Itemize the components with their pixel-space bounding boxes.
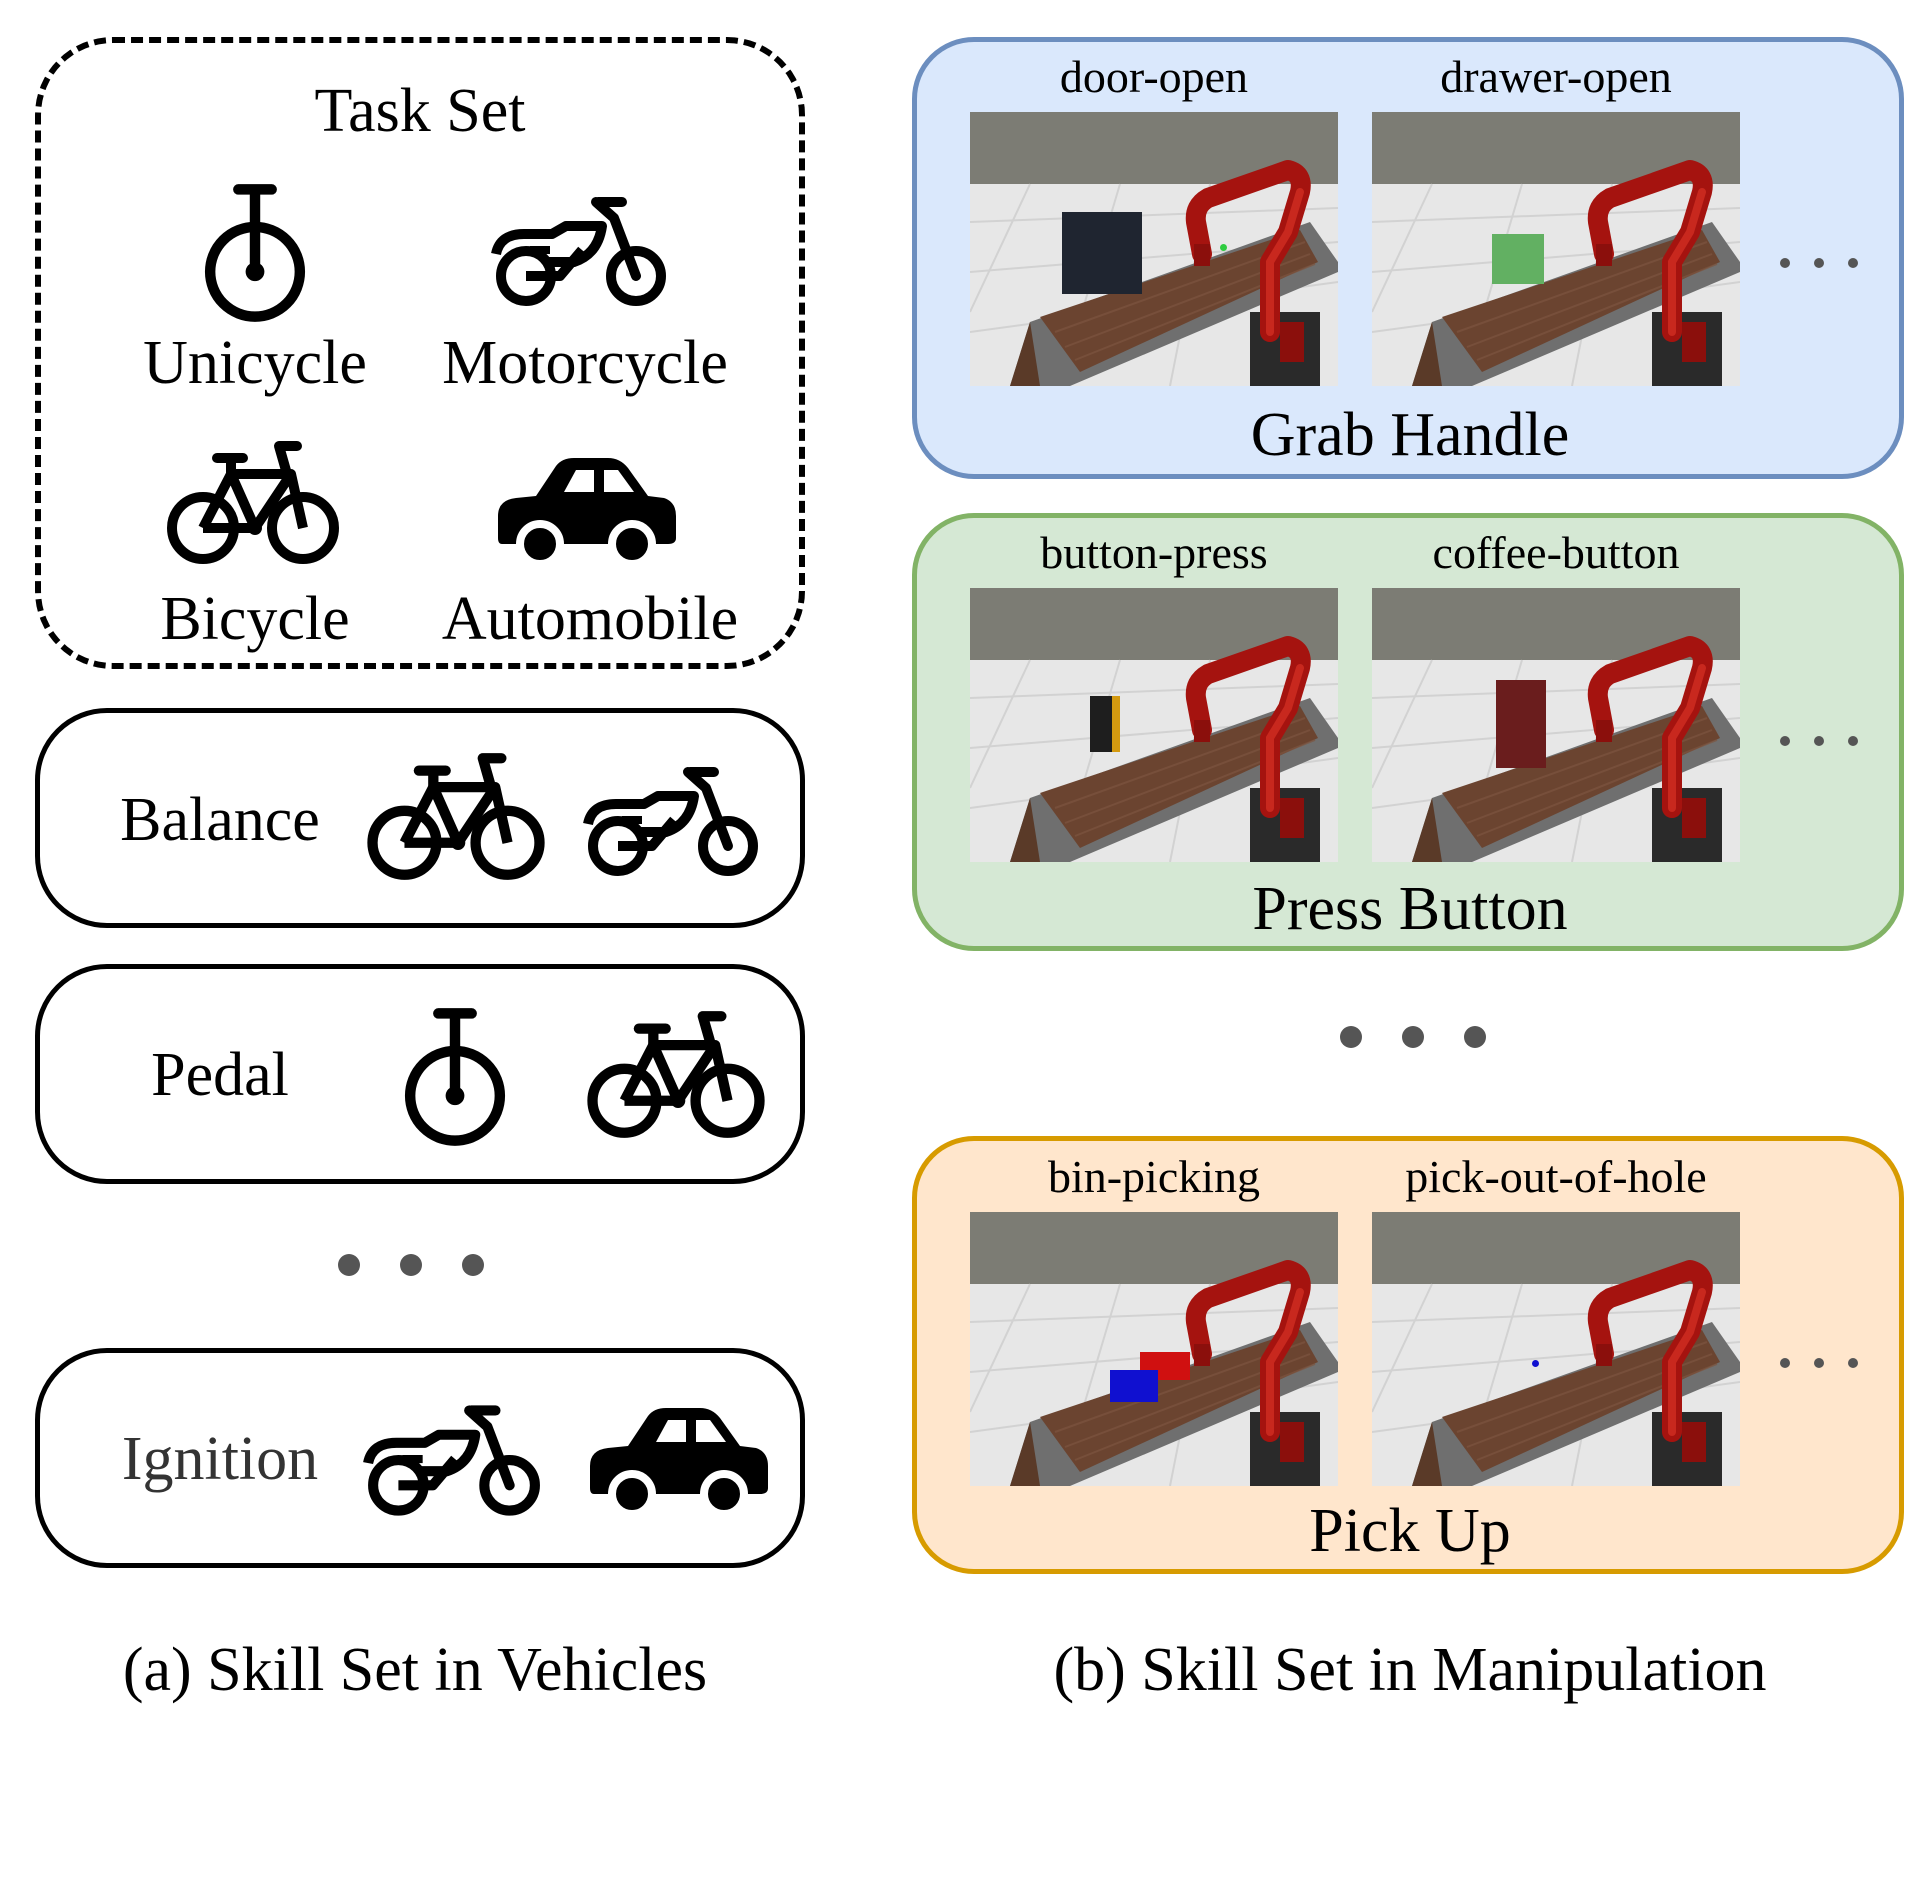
motorcycle-icon	[490, 188, 670, 308]
vehicle-label-unicycle: Unicycle	[143, 329, 367, 397]
caption-left: (a) Skill Set in Vehicles	[122, 1636, 708, 1704]
more-skills-ellipsis	[1340, 1026, 1486, 1048]
car-icon	[490, 452, 680, 562]
unicycle-icon	[200, 180, 310, 326]
robot-scene-image	[970, 588, 1338, 862]
skill-label-pedal: Pedal	[151, 1041, 289, 1109]
skill-label-ignition: Ignition	[121, 1425, 319, 1493]
skill-label-grab-handle: Grab Handle	[1250, 401, 1570, 469]
motorcycle-icon	[582, 758, 762, 878]
vehicle-label-bicycle: Bicycle	[160, 585, 350, 653]
task-label-door-open: door-open	[1059, 51, 1249, 102]
robot-scene-image	[1372, 1212, 1740, 1486]
skill-label-press-button: Press Button	[1252, 875, 1568, 943]
car-icon	[582, 1402, 772, 1512]
robot-scene-image	[970, 1212, 1338, 1486]
more-tasks-ellipsis	[1780, 1358, 1858, 1368]
task-label-drawer-open: drawer-open	[1440, 51, 1672, 102]
task-label-pick-out-of-hole: pick-out-of-hole	[1405, 1151, 1707, 1202]
more-tasks-ellipsis	[1780, 258, 1858, 268]
robot-scene-image	[970, 112, 1338, 386]
task-label-bin-picking: bin-picking	[1047, 1151, 1261, 1202]
task-set-group	[35, 37, 805, 669]
robot-scene-image	[1372, 112, 1740, 386]
vehicle-label-motorcycle: Motorcycle	[442, 329, 728, 397]
bicycle-icon	[362, 750, 550, 884]
more-skills-ellipsis	[338, 1254, 484, 1276]
skill-label-pick-up: Pick Up	[1309, 1497, 1511, 1565]
skill-label-balance: Balance	[120, 786, 320, 854]
robot-scene-image	[1372, 588, 1740, 862]
motorcycle-icon	[362, 1396, 544, 1518]
caption-right: (b) Skill Set in Manipulation	[1053, 1636, 1767, 1704]
task-label-button-press: button-press	[1040, 527, 1268, 578]
task-label-coffee-button: coffee-button	[1432, 527, 1680, 578]
bicycle-icon	[582, 1008, 770, 1142]
unicycle-icon	[400, 1004, 510, 1150]
task-set-title: Task Set	[314, 77, 526, 145]
skill-box-balance	[35, 708, 805, 928]
bicycle-icon	[162, 438, 344, 568]
more-tasks-ellipsis	[1780, 736, 1858, 746]
vehicle-label-automobile: Automobile	[441, 585, 739, 653]
